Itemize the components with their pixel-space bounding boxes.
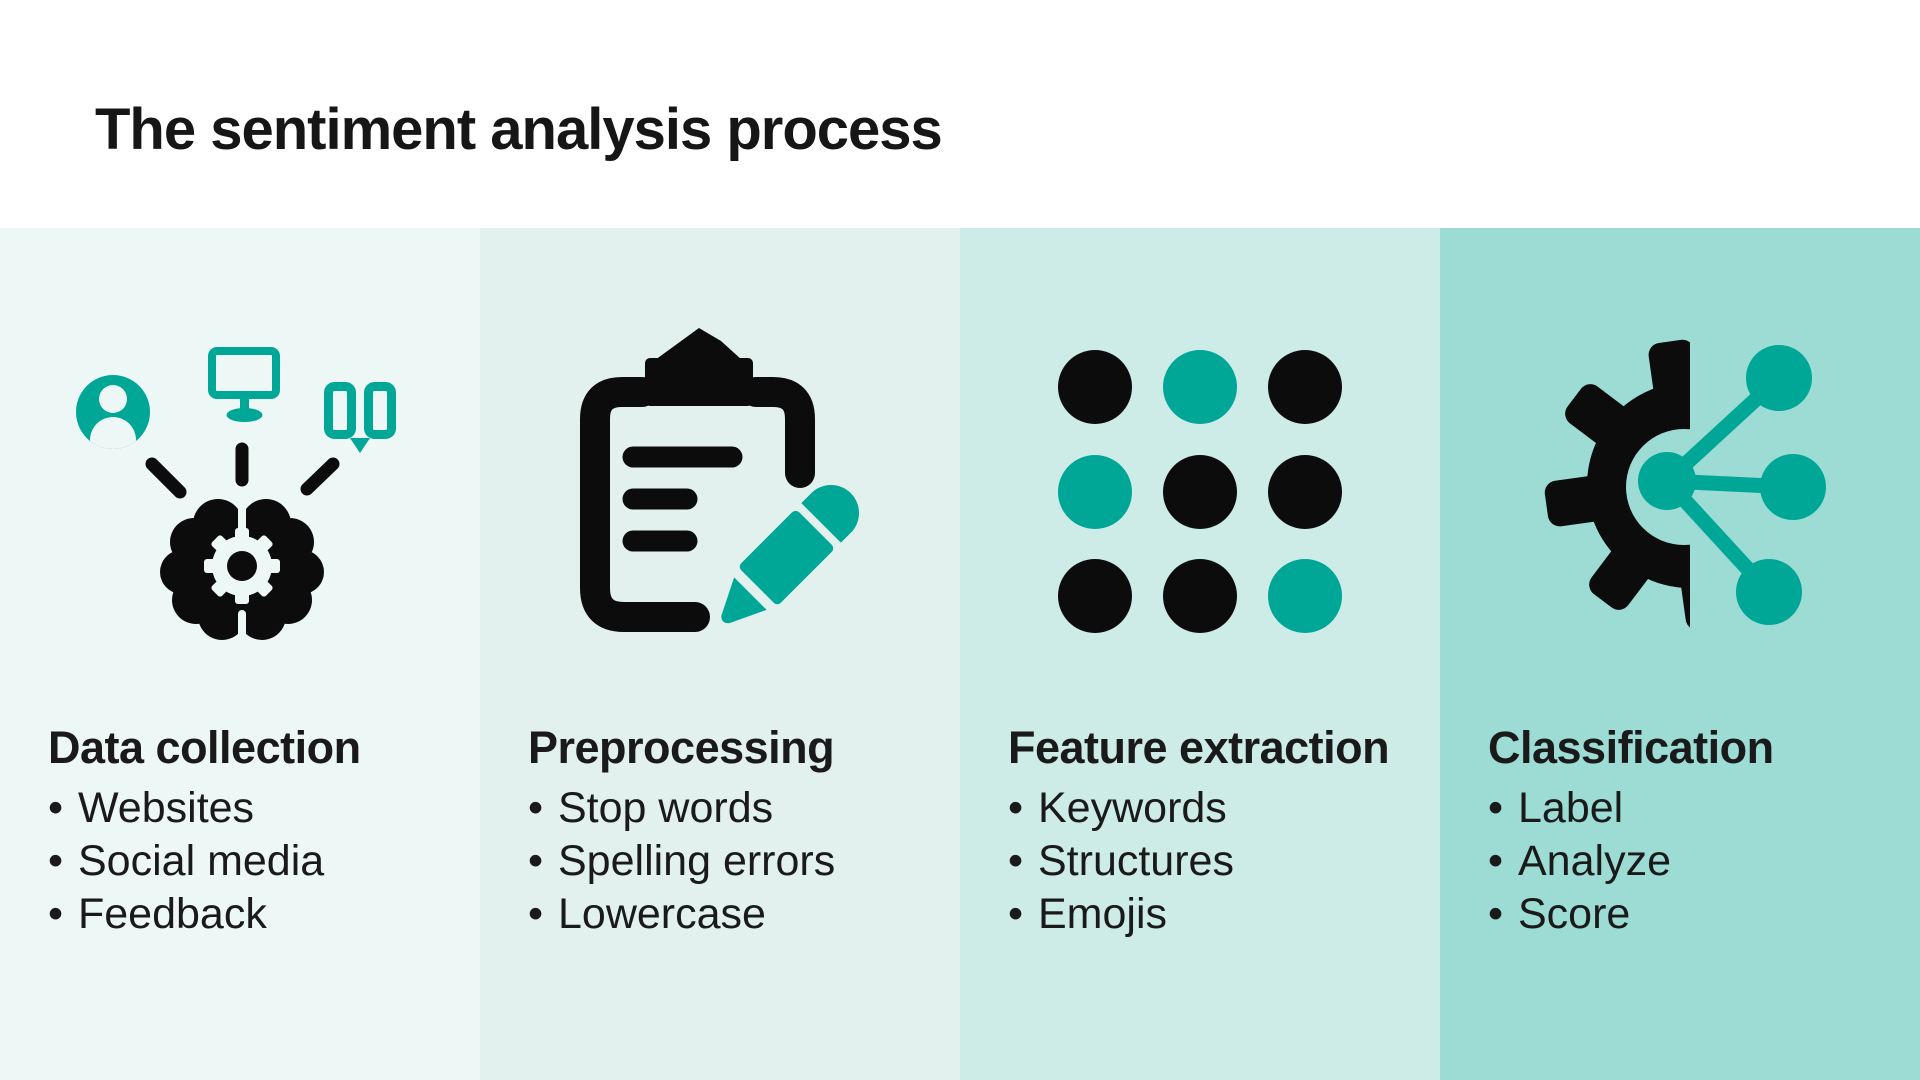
list-item: • Social media bbox=[48, 835, 448, 888]
clipboard-lines bbox=[622, 446, 743, 552]
column-heading: Data collection bbox=[48, 722, 361, 773]
column-bullet-list: • Keywords • Structures • Emojis bbox=[1008, 782, 1408, 941]
list-item-label: Label bbox=[1518, 784, 1624, 832]
bullet-glyph: • bbox=[1008, 890, 1024, 938]
list-item: • Emojis bbox=[1008, 888, 1408, 941]
column-heading: Preprocessing bbox=[528, 722, 835, 773]
column-bullet-list: • Websites • Social media • Feedback bbox=[48, 782, 448, 941]
bullet-glyph: • bbox=[528, 784, 544, 832]
list-item: • Feedback bbox=[48, 888, 448, 941]
monitor-icon bbox=[208, 347, 280, 422]
list-item-label: Structures bbox=[1038, 837, 1234, 885]
list-item: • Structures bbox=[1008, 835, 1408, 888]
dot-grid-icon bbox=[1058, 350, 1342, 633]
column-bullet-list: • Stop words • Spelling errors • Lowercase bbox=[528, 782, 928, 941]
list-item: • Spelling errors bbox=[528, 835, 928, 888]
column-preprocessing: Preprocessing • Stop words • Spelling erro… bbox=[480, 228, 960, 1080]
list-item: • Analyze bbox=[1488, 835, 1888, 888]
bullet-glyph: • bbox=[1488, 784, 1504, 832]
gear-network-icon bbox=[1544, 339, 1826, 631]
clipboard-clip bbox=[645, 328, 753, 406]
list-item-label: Lowercase bbox=[558, 890, 766, 938]
list-item-label: Spelling errors bbox=[558, 837, 836, 885]
column-feature-extraction: Feature extraction • Keywords • Structures… bbox=[960, 228, 1440, 1080]
column-bullet-list: • Label • Analyze • Score bbox=[1488, 782, 1888, 941]
list-item: • Label bbox=[1488, 782, 1888, 835]
bullet-glyph: • bbox=[528, 837, 544, 885]
bullet-glyph: • bbox=[1008, 784, 1024, 832]
icon-area bbox=[480, 228, 960, 708]
pencil-icon bbox=[721, 484, 860, 624]
list-item-label: Feedback bbox=[78, 890, 267, 938]
list-item-label: Social media bbox=[78, 837, 325, 885]
icon-area bbox=[0, 228, 480, 708]
list-item-label: Emojis bbox=[1038, 890, 1168, 938]
list-item: • Stop words bbox=[528, 782, 928, 835]
list-item-label: Analyze bbox=[1518, 837, 1671, 885]
bullet-glyph: • bbox=[48, 784, 64, 832]
clipboard-pencil-icon bbox=[580, 328, 860, 632]
icon-area bbox=[1440, 228, 1920, 708]
list-item-label: Stop words bbox=[558, 784, 774, 832]
list-item-label: Websites bbox=[78, 784, 255, 832]
list-item-label: Keywords bbox=[1038, 784, 1227, 832]
column-classification: Classification • Label • Analyze • Score bbox=[1440, 228, 1920, 1080]
book-icon bbox=[324, 382, 396, 453]
process-columns: Data collection • Websites • Social media … bbox=[0, 228, 1920, 1080]
list-item: • Score bbox=[1488, 888, 1888, 941]
half-gear bbox=[1544, 339, 1690, 631]
bullet-glyph: • bbox=[48, 837, 64, 885]
list-item: • Lowercase bbox=[528, 888, 928, 941]
header: The sentiment analysis process bbox=[0, 0, 1920, 228]
column-heading: Classification bbox=[1488, 722, 1774, 773]
bullet-glyph: • bbox=[1488, 890, 1504, 938]
list-item-label: Score bbox=[1518, 890, 1631, 938]
list-item: • Websites bbox=[48, 782, 448, 835]
brain-sources-icon bbox=[76, 347, 396, 640]
bullet-glyph: • bbox=[528, 890, 544, 938]
column-data-collection: Data collection • Websites • Social media … bbox=[0, 228, 480, 1080]
bullet-glyph: • bbox=[1008, 837, 1024, 885]
list-item: • Keywords bbox=[1008, 782, 1408, 835]
bullet-glyph: • bbox=[1488, 837, 1504, 885]
column-heading: Feature extraction bbox=[1008, 722, 1390, 773]
page-title: The sentiment analysis process bbox=[95, 97, 943, 162]
bullet-glyph: • bbox=[48, 890, 64, 938]
brain-gear-icon bbox=[160, 499, 324, 640]
person-icon bbox=[76, 375, 150, 449]
icon-area bbox=[960, 228, 1440, 708]
branch-network bbox=[1638, 345, 1826, 625]
connector-dashes bbox=[145, 442, 340, 499]
